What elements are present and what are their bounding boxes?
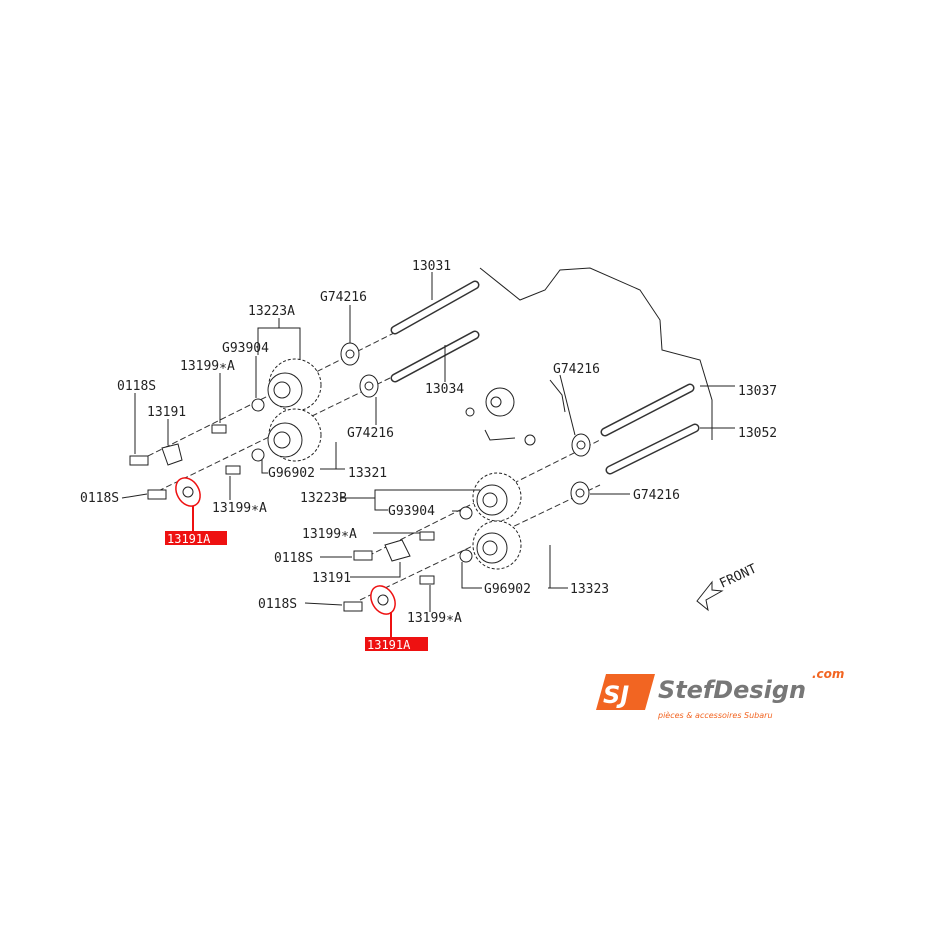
label-13191a-highlighted[interactable]: 13191A	[367, 638, 411, 652]
cylinder-head-outline	[479, 267, 713, 440]
label-13199a[interactable]: 13199∗A	[407, 611, 462, 626]
sprocket-13321	[267, 408, 322, 462]
label-13031[interactable]: 13031	[412, 259, 451, 274]
label-13037[interactable]: 13037	[738, 384, 777, 399]
highlight-box	[165, 531, 227, 545]
sprocket-13323	[472, 520, 522, 570]
oring-g96902	[251, 448, 265, 462]
sprocket-13223B	[472, 472, 522, 522]
label-g74216[interactable]: G74216	[320, 290, 367, 305]
label-13323[interactable]: 13323	[570, 582, 609, 597]
oring-g93904	[459, 506, 473, 520]
oring-g93904	[251, 398, 265, 412]
plate-13191	[161, 443, 183, 466]
label-g93904[interactable]: G93904	[222, 341, 269, 356]
label-13223B[interactable]: 13223B	[300, 491, 347, 506]
label-13321[interactable]: 13321	[348, 466, 387, 481]
label-13199a[interactable]: 13199∗A	[212, 501, 267, 516]
leader-lines	[121, 272, 735, 637]
seal-g74216	[571, 433, 591, 457]
label-0118s[interactable]: 0118S	[258, 597, 297, 612]
highlight-box	[365, 637, 428, 651]
label-g96902[interactable]: G96902	[484, 582, 531, 597]
plate-13191	[384, 539, 411, 562]
label-g74216[interactable]: G74216	[553, 362, 600, 377]
plate-13191A	[370, 585, 396, 615]
logo-suffix: .com	[812, 667, 844, 681]
label-13223A[interactable]: 13223A	[248, 304, 295, 319]
seal-g74216	[340, 342, 360, 366]
oring-g96902	[459, 549, 473, 563]
camshaft-13052	[605, 423, 700, 475]
logo-sd-badge-icon	[596, 674, 655, 710]
seal-g74216	[570, 481, 590, 505]
label-13191a-highlighted[interactable]: 13191A	[167, 532, 211, 546]
label-13199a[interactable]: 13199∗A	[302, 527, 357, 542]
timing-idler-parts	[465, 379, 566, 446]
seal-g74216	[359, 374, 379, 398]
logo-tagline: pièces & accessoires Subaru	[657, 710, 773, 720]
label-g74216[interactable]: G74216	[347, 426, 394, 441]
label-g74216[interactable]: G74216	[633, 488, 680, 503]
camshaft-13034	[390, 330, 480, 383]
camshaft-13037	[600, 383, 695, 437]
front-label: FRONT	[717, 561, 759, 591]
label-0118s[interactable]: 0118S	[80, 491, 119, 506]
label-13199a[interactable]: 13199∗A	[180, 359, 235, 374]
logo-name: StefDesign	[658, 676, 806, 704]
label-13052[interactable]: 13052	[738, 426, 777, 441]
label-g93904[interactable]: G93904	[388, 504, 435, 519]
bolt-icon	[129, 424, 435, 612]
label-g96902[interactable]: G96902	[268, 466, 315, 481]
label-13191[interactable]: 13191	[312, 571, 351, 586]
sprocket-13223A	[267, 358, 322, 412]
plate-13191A	[175, 477, 201, 507]
logo-sd-letters: SJ	[603, 681, 629, 709]
label-0118s[interactable]: 0118S	[117, 379, 156, 394]
camshaft-13031	[390, 280, 480, 335]
front-arrow-icon	[696, 580, 724, 612]
label-0118s[interactable]: 0118S	[274, 551, 313, 566]
label-13034[interactable]: 13034	[425, 382, 464, 397]
label-13191[interactable]: 13191	[147, 405, 186, 420]
stefdesign-logo[interactable]: SJ StefDesign .com pièces & accessoires …	[596, 667, 844, 720]
